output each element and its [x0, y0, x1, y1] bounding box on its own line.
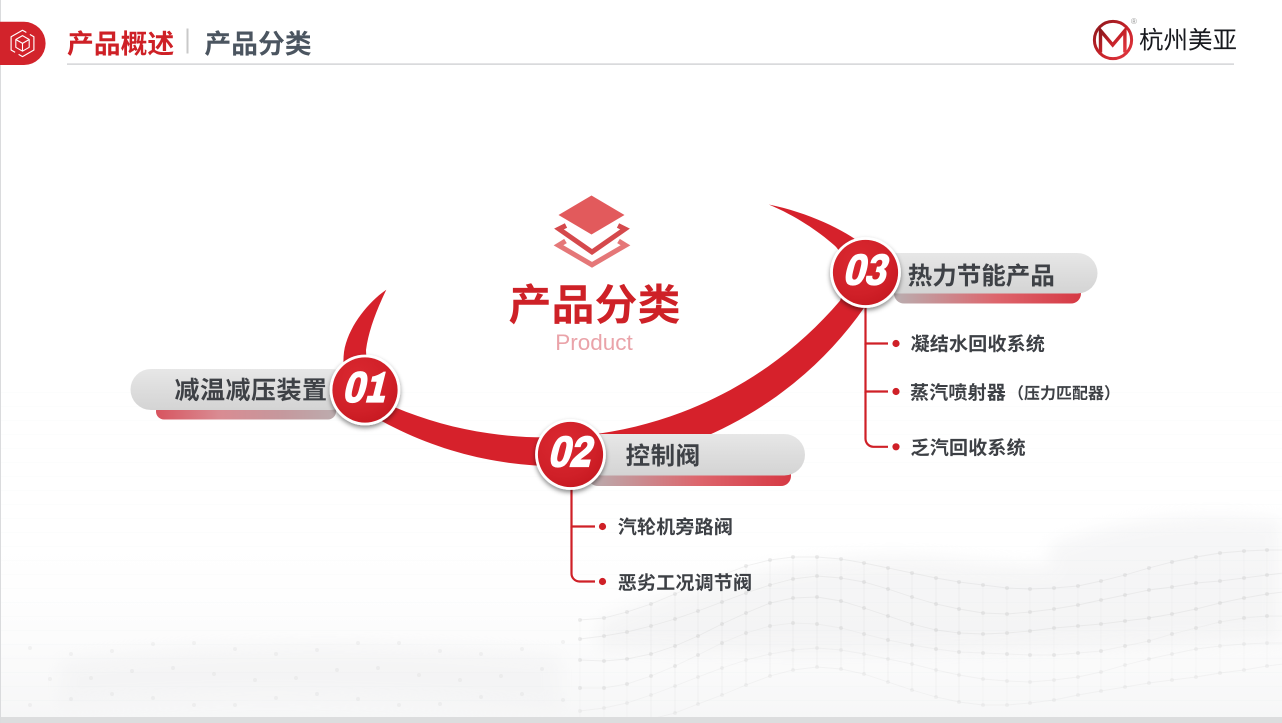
svg-text:Product: Product	[555, 330, 633, 355]
svg-text:®: ®	[1131, 17, 1137, 26]
